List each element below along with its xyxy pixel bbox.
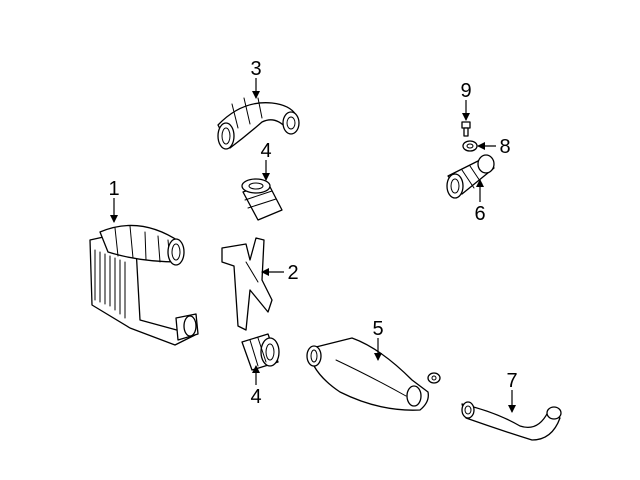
- upper-coupler-part[interactable]: [241, 178, 283, 221]
- callout-5: 5: [372, 318, 383, 340]
- callout-7: 7: [506, 370, 517, 392]
- callout-4-lower: 4: [250, 386, 261, 408]
- callout-3: 3: [250, 58, 261, 80]
- intake-duct-part[interactable]: [306, 337, 441, 411]
- callout-4-upper: 4: [260, 140, 271, 162]
- callout-2: 2: [287, 262, 298, 284]
- sensor-housing-part[interactable]: [446, 154, 495, 199]
- bracket-part[interactable]: [221, 237, 273, 331]
- callout-9: 9: [460, 80, 471, 102]
- bolt-part[interactable]: [461, 121, 471, 137]
- callout-8: 8: [499, 136, 510, 158]
- upper-hose-part[interactable]: [217, 97, 300, 150]
- callout-1: 1: [108, 178, 119, 200]
- seal-ring-part[interactable]: [462, 140, 478, 152]
- callout-6: 6: [474, 203, 485, 225]
- intercooler-part[interactable]: [89, 224, 199, 346]
- lower-hose-part[interactable]: [461, 401, 562, 441]
- lower-coupler-part[interactable]: [241, 333, 280, 371]
